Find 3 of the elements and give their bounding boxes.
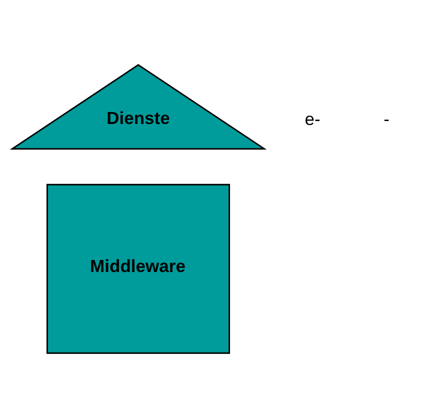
label: e- [304,109,320,130]
label: - [384,109,390,130]
node-box: Middleware [46,184,230,354]
